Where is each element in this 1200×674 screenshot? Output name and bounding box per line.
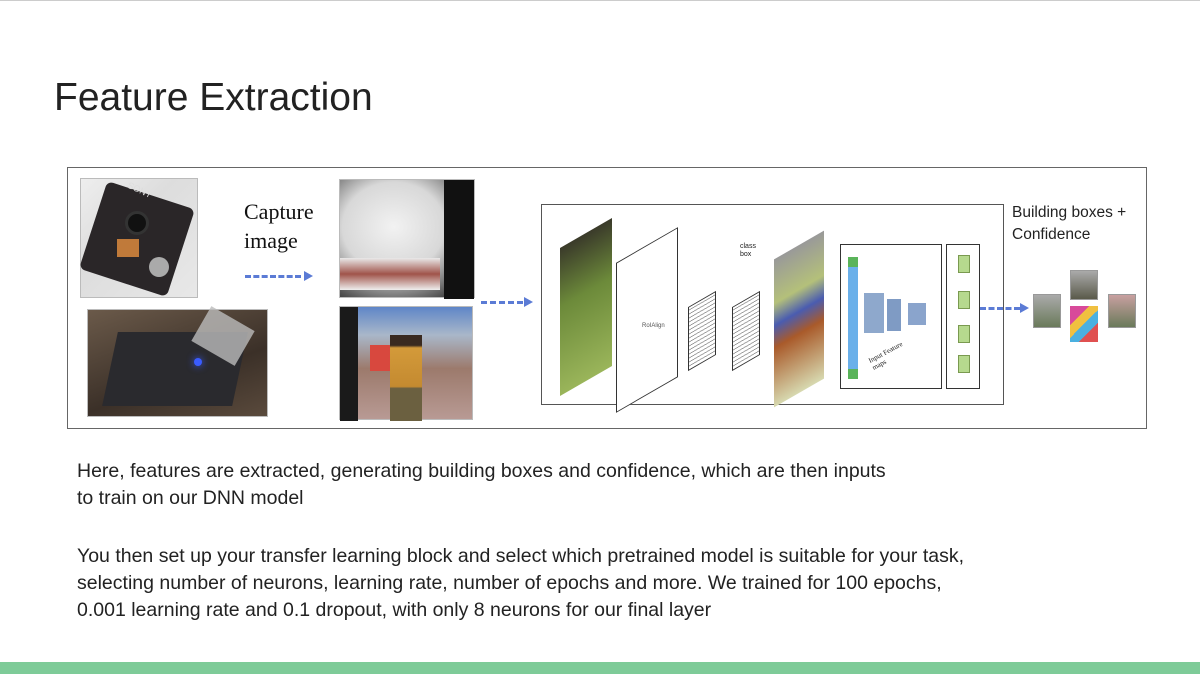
classroom-capture-photo [339,179,475,299]
neuron [958,325,970,343]
class-probability-map [1070,306,1098,342]
capture-arrow [245,275,301,278]
to-network-arrow [481,301,523,304]
paragraph-1-line-1: Here, features are extracted, generating… [77,460,886,482]
dense-layer-box [946,244,980,389]
dev-board-photo [87,306,268,417]
conv-block-2 [732,290,760,372]
segmented-output-image [774,230,824,408]
output-grid-image-3 [1108,294,1136,328]
neuron [958,291,970,309]
input-layer [848,257,858,379]
neuron [958,355,970,373]
output-grid-image-2 [1070,270,1098,300]
mask-rcnn-cnn-diagram: RoIAlign class box Input Feature maps [541,204,1004,413]
accent-bar [0,662,1200,674]
top-divider [0,0,1200,1]
paragraph-2-line-2: selecting number of neurons, learning ra… [77,572,942,594]
paragraph-1-line-2: to train on our DNN model [77,487,304,509]
class-box-label: class box [740,243,756,258]
paragraph-2: You then set up your transfer learning b… [77,543,964,624]
arrow-head-icon [304,271,313,281]
building-boxes-confidence-label: Building boxes + Confidence [1012,204,1127,243]
arrow-head-icon [1020,303,1029,313]
paragraph-2-line-3: 0.001 learning rate and 0.1 dropout, wit… [77,599,712,621]
conv-block-1 [688,290,716,372]
cnn-feature-box [840,244,942,389]
feature-extraction-figure: SONY Capture image RoIAlign class box In… [67,167,1147,429]
to-output-arrow [980,307,1020,310]
camera-module-photo: SONY [79,178,198,298]
output-grid-image-1 [1033,294,1061,328]
roialign-label: RoIAlign [642,323,665,329]
neuron [958,255,970,273]
backbone-feature-map [616,227,678,413]
paragraph-1: Here, features are extracted, generating… [77,458,886,512]
input-soccer-image [560,217,612,397]
arrow-head-icon [524,297,533,307]
street-capture-photo [339,306,473,421]
slide-title: Feature Extraction [54,76,373,119]
paragraph-2-line-1: You then set up your transfer learning b… [77,545,965,567]
capture-image-label: Capture image [244,199,314,253]
